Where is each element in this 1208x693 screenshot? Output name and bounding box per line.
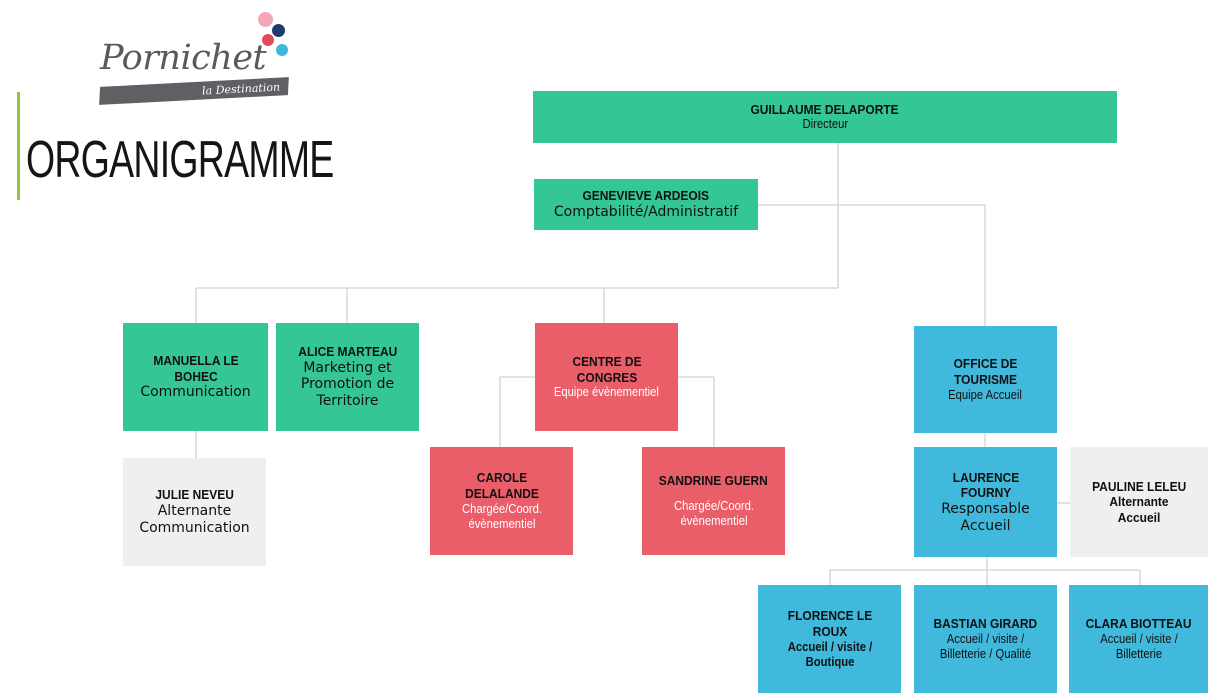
node-role: Alternante Accueil <box>1109 494 1169 525</box>
node-name: CENTRE DE CONGRES <box>571 353 642 385</box>
node-name: JULIE NEVEU <box>155 487 234 503</box>
node-manuella-le-bohec: MANUELLA LE BOHEC Communication <box>123 323 268 431</box>
node-name: CAROLE DELALANDE <box>464 470 539 501</box>
node-pauline-leleu: PAULINE LELEU Alternante Accueil <box>1070 447 1208 557</box>
node-role: Chargée/Coord. évènementiel <box>461 501 542 531</box>
page-title: ORGANIGRAMME <box>26 131 334 189</box>
node-role: Communication <box>140 384 251 401</box>
logo-text: Pornichet <box>100 38 267 78</box>
node-role: Accueil / visite / Boutique <box>787 639 872 669</box>
logo-dot-navy <box>272 24 285 37</box>
node-sandrine-guern: SANDRINE GUERN Chargée/Coord. évènementi… <box>642 447 785 555</box>
node-role: Equipe évènementiel <box>553 385 660 400</box>
node-bastian-girard: BASTIAN GIRARD Accueil / visite / Billet… <box>914 585 1057 693</box>
node-julie-neveu: JULIE NEVEU Alternante Communication <box>123 458 266 566</box>
logo-dot-pink <box>258 12 273 27</box>
node-florence-le-roux: FLORENCE LE ROUX Accueil / visite / Bout… <box>758 585 901 693</box>
node-name: BASTIAN GIRARD <box>933 616 1038 632</box>
title-accent-bar <box>17 92 20 200</box>
node-office-de-tourisme: OFFICE DE TOURISME Equipe Accueil <box>914 326 1057 433</box>
node-carole-delalande: CAROLE DELALANDE Chargée/Coord. évènemen… <box>430 447 573 555</box>
node-name: OFFICE DE TOURISME <box>953 356 1018 387</box>
node-role: Alternante Communication <box>139 503 250 536</box>
node-role: Comptabilité/Administratif <box>553 203 739 220</box>
node-role: Responsable Accueil <box>941 500 1030 534</box>
node-role: Marketing et Promotion de Territoire <box>300 359 395 410</box>
logo-dot-cyan <box>276 44 288 56</box>
node-name: LAURENCE FOURNY <box>952 469 1019 501</box>
node-name: FLORENCE LE ROUX <box>787 608 872 639</box>
node-alice-marteau: ALICE MARTEAU Marketing et Promotion de … <box>276 323 419 431</box>
node-role: Directeur <box>802 117 848 132</box>
node-name: MANUELLA LE BOHEC <box>152 353 239 384</box>
node-centre-de-congres: CENTRE DE CONGRES Equipe évènementiel <box>535 323 678 431</box>
node-role: Equipe Accueil <box>948 387 1023 402</box>
node-clara-biotteau: CLARA BIOTTEAU Accueil / visite / Billet… <box>1069 585 1208 693</box>
node-genevieve-ardeois: GENEVIEVE ARDEOIS Comptabilité/Administr… <box>534 179 758 230</box>
logo-dot-red <box>262 34 274 46</box>
node-role: Accueil / visite / Billetterie <box>1099 631 1178 661</box>
node-name: GUILLAUME DELAPORTE <box>750 101 900 117</box>
node-role: Accueil / visite / Billetterie / Qualité <box>939 631 1032 661</box>
pornichet-logo: Pornichet la Destination <box>92 12 302 105</box>
node-guillaume-delaporte: GUILLAUME DELAPORTE Directeur <box>533 91 1117 143</box>
node-name: CLARA BIOTTEAU <box>1085 616 1192 632</box>
node-role: Chargée/Coord. évènementiel <box>673 498 754 528</box>
node-name: ALICE MARTEAU <box>297 344 397 359</box>
node-name: SANDRINE GUERN <box>659 473 768 489</box>
node-laurence-fourny: LAURENCE FOURNY Responsable Accueil <box>914 447 1057 557</box>
node-name: GENEVIEVE ARDEOIS <box>582 188 710 204</box>
node-name: PAULINE LELEU <box>1091 478 1187 494</box>
